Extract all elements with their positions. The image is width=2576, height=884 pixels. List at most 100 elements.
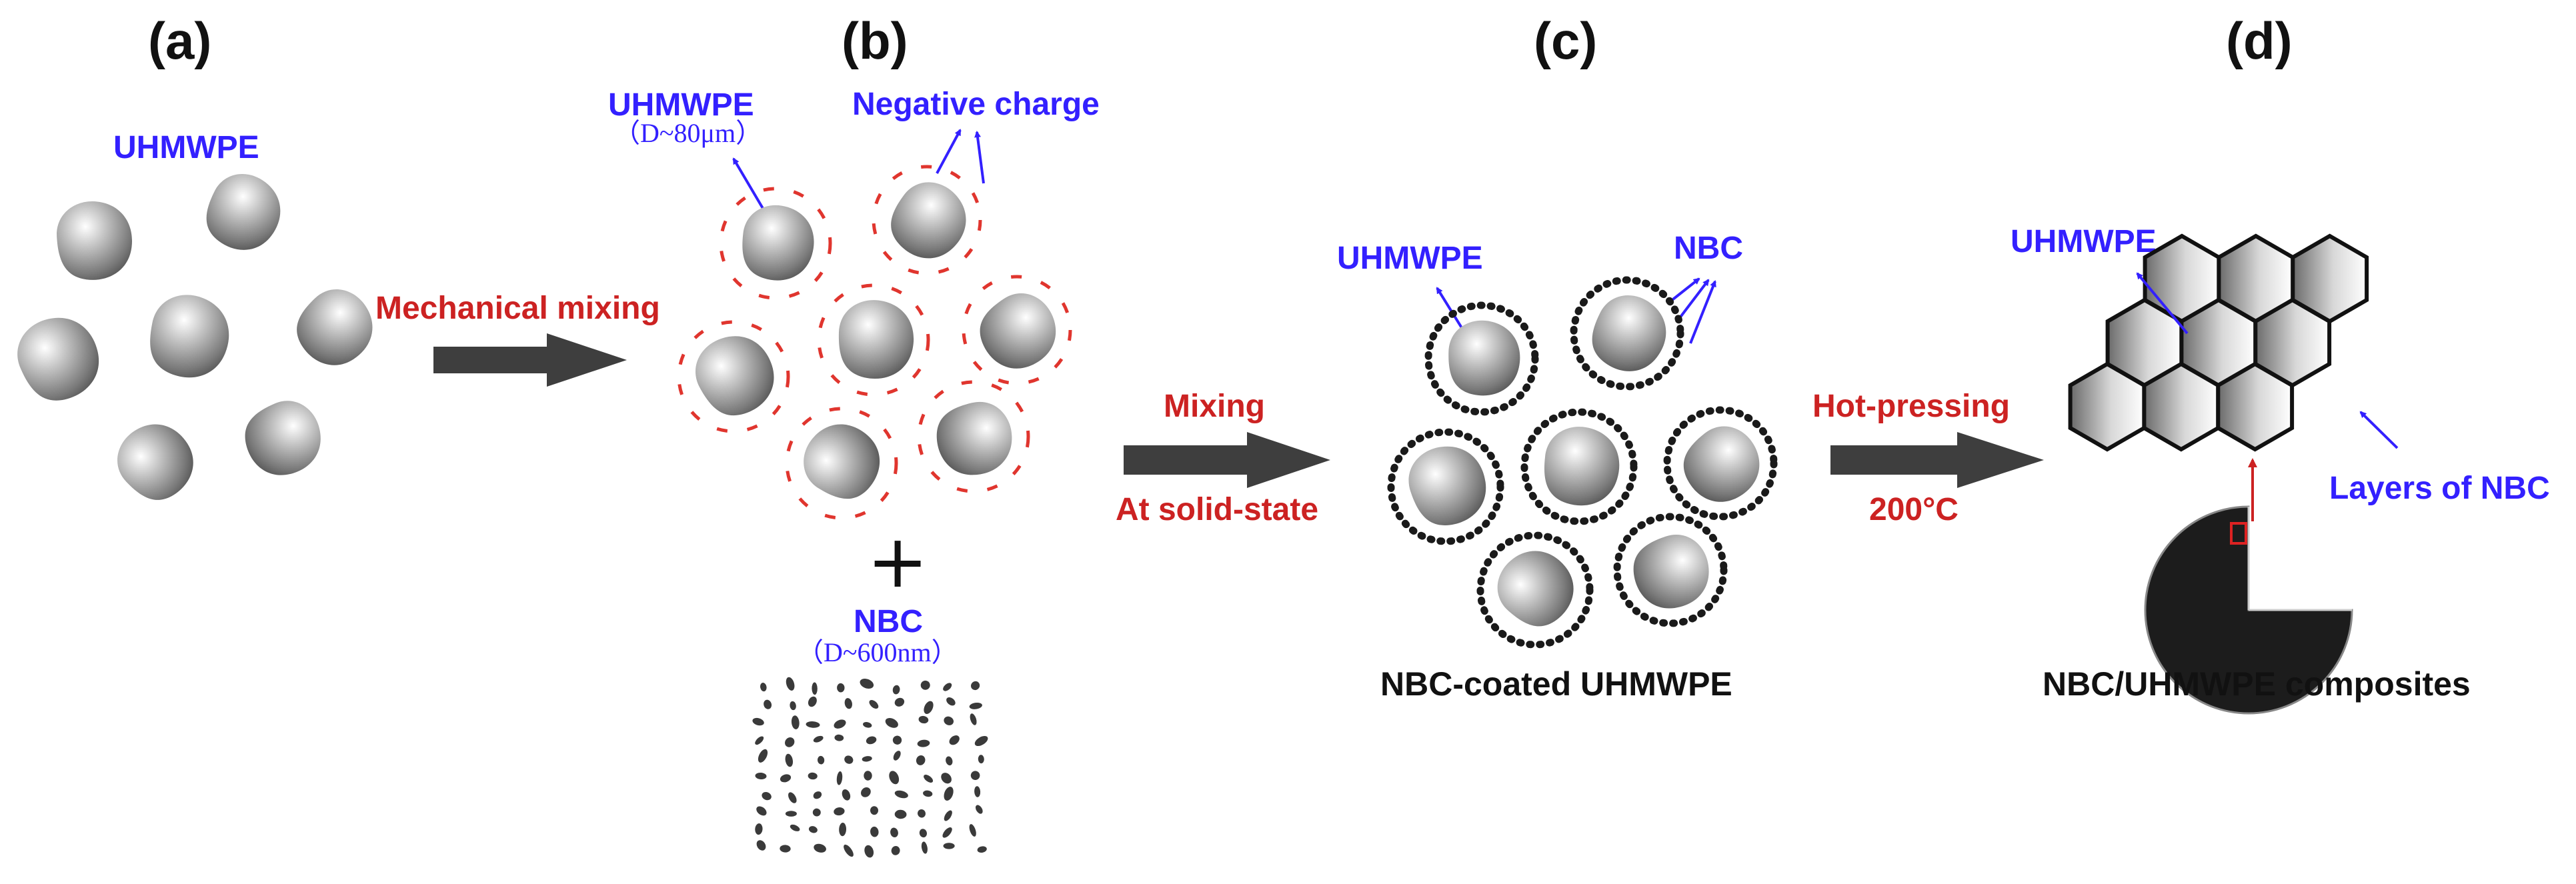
nbc-flake (969, 702, 982, 709)
nbc-flake (808, 826, 818, 833)
panel-b-charged-particles (677, 165, 1072, 520)
nbc-flake (785, 811, 797, 817)
nbc-flake (894, 697, 905, 707)
uhmwpe-particle (104, 409, 208, 513)
nbc-flake (943, 683, 952, 691)
nbc-flake (869, 699, 879, 709)
nbc-flake (814, 843, 826, 853)
coated-particle (1663, 406, 1778, 521)
uhmwpe-particle (140, 287, 238, 387)
uhmwpe-particle (7, 306, 110, 411)
nbc-flake (780, 845, 791, 853)
nbc-flake (844, 698, 852, 709)
nbc-flake (785, 737, 795, 747)
nbc-flake (975, 805, 983, 814)
nbc-flake (812, 682, 818, 695)
nbc-flake (863, 721, 872, 728)
nbc-flake (817, 755, 825, 765)
nbc-flake (977, 846, 987, 853)
uhmwpe-particle (57, 201, 133, 280)
uhmwpe-pointer-arrow (2136, 272, 2189, 335)
uhmwpe-particle (235, 391, 331, 485)
panel-a-particles (7, 162, 387, 513)
step3-label-top: Hot-pressing (1812, 389, 2010, 424)
nbc-flake (918, 715, 929, 724)
nbc-flake (788, 792, 797, 803)
nbc-flake (942, 827, 952, 838)
nbc-flake (756, 806, 767, 816)
nbc-flake (836, 771, 843, 785)
nbc-pointer-arrow (1689, 280, 1716, 344)
charged-particle (962, 275, 1072, 385)
nbc-flake (808, 772, 818, 780)
panel-c-uhmwpe-label: UHMWPE (1337, 241, 1483, 276)
nbc-flake (870, 826, 879, 837)
nbc-flake (837, 683, 845, 693)
nbc-flake (891, 846, 900, 855)
charged-particle (785, 407, 898, 520)
nbc-flake (839, 823, 847, 837)
nbc-flake (892, 685, 900, 695)
nbc-flake (946, 756, 953, 766)
layers-pointer-arrow (2359, 411, 2399, 449)
step3-arrow (1830, 432, 2044, 488)
nbc-flake (786, 677, 795, 691)
step2-label-bottom: At solid-state (1116, 492, 1318, 527)
charged-particle (817, 283, 930, 397)
nbc-flake (941, 773, 952, 784)
nbc-flake (812, 808, 821, 817)
panel-b-nbc-size: （D~600nm） (797, 637, 958, 667)
nbc-flake (834, 734, 844, 741)
nbc-flake (894, 809, 907, 819)
panel-b-charge-label: Negative charge (852, 87, 1100, 122)
nbc-flake (970, 713, 977, 725)
nbc-flake (842, 789, 851, 801)
nbc-flake (844, 844, 854, 857)
nbc-flake (949, 735, 960, 745)
step1-arrow (433, 333, 627, 387)
panel-d-uhmwpe-label: UHMWPE (2011, 224, 2157, 259)
coated-particle (1520, 408, 1638, 525)
nbc-flake (870, 806, 879, 815)
hexagon-cell (2142, 361, 2221, 452)
nbc-flake (834, 807, 845, 816)
charge-pointer-arrow (974, 131, 985, 184)
nbc-flake (862, 756, 872, 762)
panel-b-nbc-label: NBC (854, 604, 923, 639)
nbc-flake (944, 810, 952, 821)
charge-pointer-arrow (936, 129, 962, 174)
nbc-flake (916, 755, 926, 765)
nbc-flake (893, 751, 901, 761)
nbc-flake (806, 721, 820, 728)
nbc-flake (924, 701, 934, 714)
nbc-flake (917, 739, 930, 747)
nbc-flake (861, 787, 871, 797)
nbc-flake (920, 680, 930, 690)
panel-b-uhmwpe-size: （D~80μm） (613, 118, 762, 148)
nbc-flake (791, 715, 800, 729)
charged-particle (917, 380, 1030, 493)
nbc-flake (923, 790, 933, 797)
nbc-flake (919, 829, 927, 838)
nbc-flake (864, 771, 872, 781)
nbc-flake (864, 845, 874, 858)
nbc-flake (790, 701, 796, 711)
coated-particle (1613, 513, 1728, 627)
nbc-flake (889, 771, 900, 785)
nbc-flake (974, 786, 981, 797)
nbc-flake (764, 699, 772, 709)
coated-particle (1424, 301, 1539, 416)
nbc-flake (918, 809, 926, 818)
step1-label: Mechanical mixing (375, 291, 660, 326)
panel-a-label: (a) (148, 11, 211, 70)
step2-label-top: Mixing (1164, 389, 1265, 424)
step3-label-bottom: 200°C (1869, 492, 1959, 527)
coated-particle (1387, 428, 1504, 545)
nbc-flake (756, 840, 766, 851)
uhmwpe-particle (283, 276, 387, 380)
nbc-flake (890, 827, 898, 838)
nbc-pointer-arrow (1669, 277, 1700, 303)
nbc-flake (780, 774, 792, 783)
nbc-flake (813, 735, 824, 743)
panel-d-caption: NBC/UHMWPE composites (2043, 665, 2471, 703)
